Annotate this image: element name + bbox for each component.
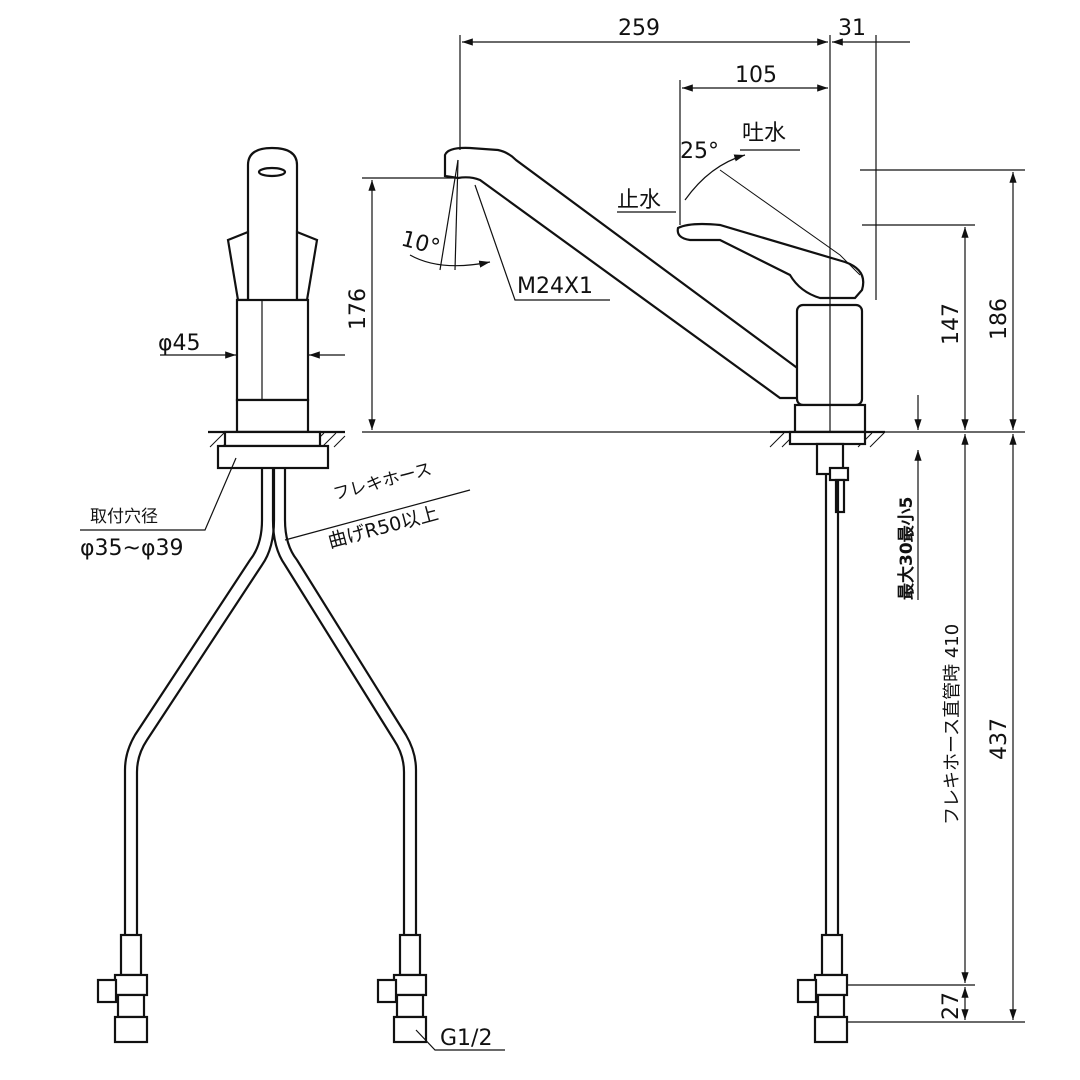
- mount-hole-range: φ35~φ39: [80, 536, 183, 561]
- hose-leader: [284, 489, 471, 541]
- fitting-height-label: 27: [939, 992, 964, 1020]
- spout-angle-arc: [409, 254, 491, 268]
- spout-height-label: 176: [346, 288, 371, 330]
- spout-angle-line-b: [454, 159, 459, 271]
- front-base-collar: [235, 398, 310, 434]
- body-height-label: 147: [939, 303, 964, 345]
- front-base-body: [235, 298, 310, 402]
- extension-lines: [362, 35, 1025, 1023]
- side-lever: [676, 222, 865, 300]
- side-mount-bolt: [834, 478, 846, 514]
- front-hose-right: [283, 468, 418, 935]
- discharge-label: 吐水: [742, 121, 786, 146]
- lever-open-position-line: [719, 169, 861, 276]
- lever-angle-label: 25°: [680, 139, 719, 164]
- thread-leader: [474, 184, 610, 301]
- connection-leader: [415, 1029, 505, 1051]
- side-view: 259 31 105 25° 吐水 止水 10° M24X1 176 147 1…: [346, 16, 1025, 1044]
- front-counter-deck: [208, 430, 346, 448]
- hose-label: フレキホース: [331, 459, 434, 504]
- mount-hole-leader: [80, 457, 237, 531]
- front-hose-left: [123, 468, 264, 935]
- side-spout: [443, 146, 802, 400]
- overall-reach-label: 259: [618, 16, 660, 41]
- connection-thread-label: G1/2: [440, 1026, 492, 1051]
- spout-angle-label: 10°: [398, 227, 442, 261]
- counter-thickness-label: 最大30最小5: [896, 497, 917, 601]
- spout-angle-line-a: [439, 159, 459, 271]
- stop-label: 止水: [617, 188, 661, 213]
- lever-reach-label: 105: [735, 63, 777, 88]
- hose-total-label: 437: [987, 718, 1012, 760]
- front-spout-outlet: [257, 166, 287, 178]
- front-hose-right-inner: [271, 468, 406, 935]
- lever-angle-arc: [684, 154, 746, 201]
- thread-label: M24X1: [517, 274, 593, 299]
- body-diameter-label: φ45: [158, 331, 201, 356]
- hose-bend-label: 曲げR50以上: [326, 502, 441, 553]
- front-fitting-right: [376, 933, 428, 1044]
- hose-straight-label: フレキホース直管時 410: [942, 624, 963, 825]
- side-fitting: [796, 933, 849, 1044]
- total-height-label: 186: [987, 298, 1012, 340]
- mount-hole-label: 取付穴径: [90, 507, 158, 527]
- side-mount-bracket: [828, 466, 850, 482]
- front-view: φ45 取付穴径 φ35~φ39 フレキホース 曲げR50以上 G1/2: [80, 146, 505, 1051]
- front-mount-nut: [216, 444, 330, 470]
- spout-offset-label: 31: [838, 16, 866, 41]
- front-fitting-left: [96, 933, 149, 1044]
